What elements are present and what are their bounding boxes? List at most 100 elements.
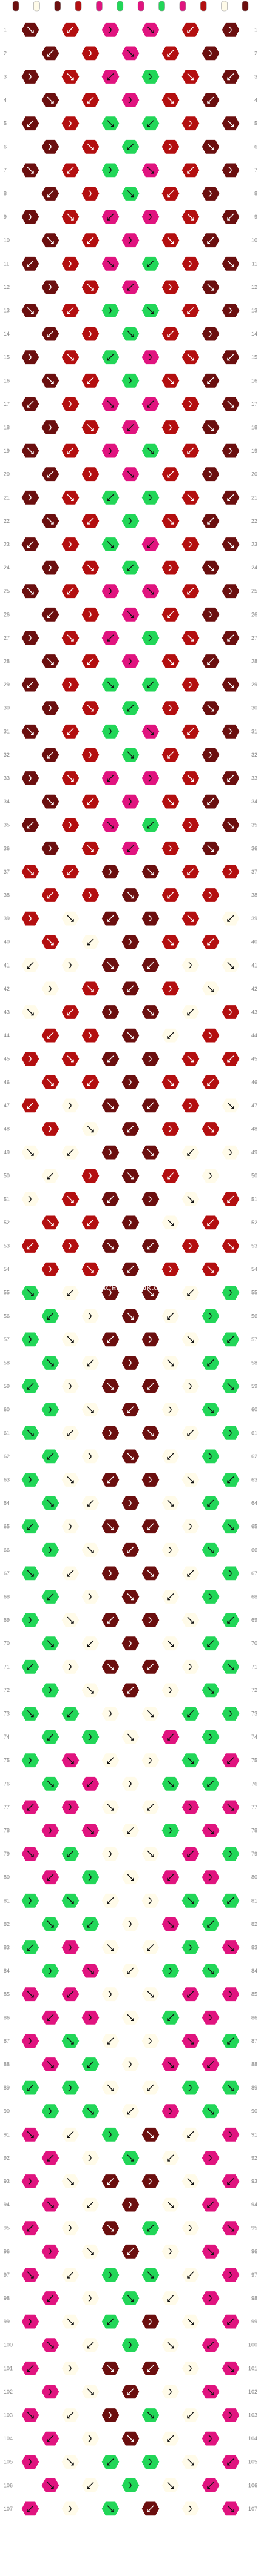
row-number-left: 58 bbox=[4, 1360, 10, 1366]
knot-arrow-icon bbox=[67, 1009, 74, 1016]
knot-arrow-icon bbox=[147, 2131, 154, 2138]
knot bbox=[101, 2080, 120, 2096]
knot bbox=[161, 747, 180, 763]
knot-arrow-icon bbox=[127, 424, 134, 431]
knot bbox=[101, 957, 120, 973]
knot bbox=[161, 45, 180, 61]
knot bbox=[81, 560, 100, 576]
knot-arrow-icon bbox=[147, 260, 154, 267]
knot bbox=[141, 1705, 160, 1722]
knot bbox=[181, 2173, 200, 2189]
knot-arrow-icon bbox=[107, 213, 114, 221]
knot-shape bbox=[41, 1121, 60, 1137]
knot bbox=[101, 677, 120, 692]
knot bbox=[21, 630, 40, 646]
knot-arrow-icon bbox=[128, 1499, 132, 1507]
knot bbox=[161, 1682, 180, 1698]
row-number-left: 9 bbox=[4, 214, 7, 220]
knot-arrow-icon bbox=[68, 1944, 72, 1951]
knot bbox=[61, 1425, 80, 1441]
knot-arrow-icon bbox=[207, 1920, 214, 1928]
knot-arrow-icon bbox=[27, 1991, 34, 1998]
knot bbox=[221, 2126, 240, 2142]
knot-arrow-icon bbox=[187, 1429, 194, 1436]
row-number-left: 91 bbox=[4, 2131, 10, 2137]
knot-shape bbox=[161, 139, 180, 154]
knot bbox=[41, 1355, 60, 1371]
knot-arrow-icon bbox=[228, 2271, 232, 2279]
knot bbox=[121, 1027, 140, 1043]
knot-arrow-icon bbox=[108, 1710, 112, 1718]
knot-arrow-icon bbox=[167, 658, 174, 665]
knot bbox=[81, 1449, 100, 1464]
knot-arrow-icon bbox=[47, 237, 54, 244]
knot bbox=[81, 840, 100, 856]
knot bbox=[21, 1425, 40, 1441]
row-number-left: 22 bbox=[4, 518, 10, 524]
knot-arrow-icon bbox=[147, 1991, 154, 1998]
knot-arrow-icon bbox=[47, 2061, 54, 2068]
row-number-left: 36 bbox=[4, 845, 10, 851]
knot bbox=[21, 723, 40, 739]
knot bbox=[41, 840, 60, 856]
row-number-right: 88 bbox=[251, 2062, 257, 2068]
knot-shape bbox=[141, 2173, 160, 2189]
knot bbox=[61, 864, 80, 880]
knot-arrow-icon bbox=[167, 517, 174, 525]
knot bbox=[201, 1729, 220, 1745]
knot bbox=[161, 1168, 180, 1184]
knot-arrow-icon bbox=[167, 1078, 174, 1086]
knot bbox=[21, 2220, 40, 2236]
knot-arrow-icon bbox=[48, 1967, 52, 1974]
knot-arrow-icon bbox=[87, 1219, 94, 1226]
knot-arrow-icon bbox=[127, 1312, 134, 1320]
knot-shape bbox=[221, 22, 240, 38]
knot bbox=[181, 1753, 200, 1768]
knot-arrow-icon bbox=[108, 26, 112, 33]
knot-arrow-icon bbox=[227, 2458, 234, 2466]
knot bbox=[221, 116, 240, 131]
knot bbox=[21, 2454, 40, 2470]
knot-shape bbox=[121, 2056, 140, 2073]
knot-arrow-icon bbox=[67, 2178, 74, 2185]
knot-shape bbox=[101, 723, 120, 739]
knot-arrow-icon bbox=[187, 1336, 194, 1343]
knot-arrow-icon bbox=[47, 50, 54, 57]
knot-arrow-icon bbox=[227, 2084, 234, 2091]
knot-arrow-icon bbox=[207, 1359, 214, 1367]
knot-arrow-icon bbox=[47, 1172, 54, 1180]
knot-arrow-icon bbox=[148, 2318, 152, 2325]
knot-shape bbox=[221, 1705, 240, 1722]
row-number-left: 90 bbox=[4, 2108, 10, 2114]
row-number-right: 52 bbox=[251, 1220, 257, 1226]
knot bbox=[141, 443, 160, 459]
knot bbox=[121, 2384, 140, 2400]
row-number-left: 98 bbox=[4, 2295, 10, 2302]
knot-shape bbox=[181, 1378, 200, 1394]
knot-arrow-icon bbox=[87, 985, 94, 992]
row-number-left: 97 bbox=[4, 2272, 10, 2278]
knot-shape bbox=[161, 1963, 180, 1979]
knot bbox=[61, 1565, 80, 1581]
row-number-left: 16 bbox=[4, 377, 10, 383]
knot-arrow-icon bbox=[67, 2458, 74, 2466]
knot-arrow-icon bbox=[227, 1195, 234, 1203]
knot bbox=[61, 22, 80, 38]
knot-shape bbox=[221, 1144, 240, 1160]
knot bbox=[221, 256, 240, 271]
knot-arrow-icon bbox=[127, 50, 134, 57]
row-number-right: 86 bbox=[251, 2014, 257, 2020]
knot bbox=[161, 934, 180, 950]
knot-arrow-icon bbox=[227, 775, 234, 782]
knot-shape bbox=[181, 2501, 200, 2517]
knot-arrow-icon bbox=[128, 2342, 132, 2349]
row-number-right: 54 bbox=[251, 1266, 257, 1272]
knot bbox=[141, 770, 160, 786]
knot-shape bbox=[81, 1449, 100, 1464]
knot-arrow-icon bbox=[207, 96, 214, 104]
knot bbox=[41, 1121, 60, 1137]
row-number-right: 2 bbox=[254, 50, 257, 56]
knot-shape bbox=[181, 256, 200, 271]
knot-arrow-icon bbox=[148, 1195, 152, 1203]
knot-arrow-icon bbox=[208, 190, 212, 198]
